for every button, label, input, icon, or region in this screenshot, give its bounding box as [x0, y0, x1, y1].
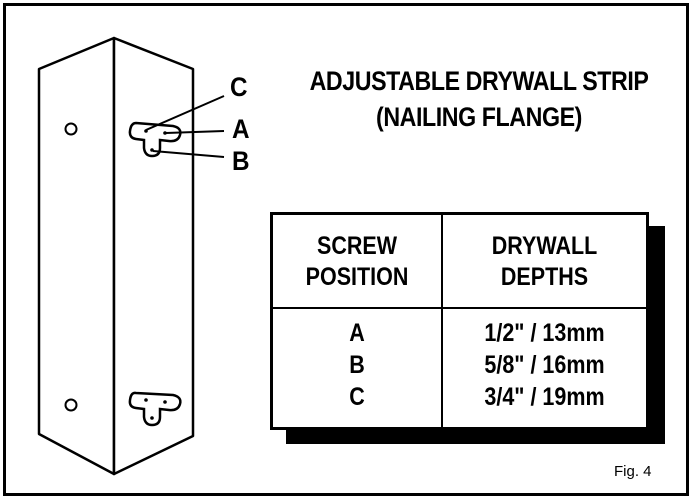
screw-slot-top	[128, 121, 182, 158]
header-screw-position: SCREW POSITION	[305, 232, 409, 291]
table-row-depth: 5/8" / 16mm	[484, 351, 605, 379]
strip-right-flange	[112, 36, 195, 476]
table-row-position: B	[349, 351, 365, 379]
callout-label-b: B	[231, 146, 250, 176]
slot-dot-bottom-2	[163, 400, 167, 404]
table-header-divider	[273, 307, 646, 309]
leader-line-a	[165, 130, 225, 134]
leader-line-c	[145, 95, 225, 131]
table-row-position: A	[349, 319, 365, 347]
depth-table: SCREW POSITION DRYWALL DEPTHS A 1/2" / 1…	[270, 212, 649, 430]
screw-slot-bottom	[128, 391, 182, 427]
header-drywall-depths: DRYWALL DEPTHS	[491, 232, 598, 291]
slot-dot-b	[150, 148, 154, 152]
figure-frame	[3, 3, 689, 496]
slot-dot-a	[163, 131, 167, 135]
callout-label-a: A	[231, 114, 250, 144]
strip-left-flange	[37, 36, 116, 476]
figure-label: Fig. 4	[614, 463, 652, 480]
diagram-title: ADJUSTABLE DRYWALL STRIP	[309, 66, 649, 96]
table-row-depth: 1/2" / 13mm	[484, 319, 605, 347]
leader-line-b	[152, 150, 225, 158]
callout-label-c: C	[229, 72, 248, 102]
table-column-divider	[441, 215, 443, 427]
slot-dot-bottom-3	[150, 416, 154, 420]
slot-dot-bottom-1	[144, 398, 148, 402]
nail-hole-bottom	[64, 398, 78, 412]
diagram-subtitle: (NAILING FLANGE)	[376, 102, 582, 132]
nail-hole-top	[64, 122, 78, 136]
table-row-position: C	[349, 383, 365, 411]
table-row-depth: 3/4" / 19mm	[484, 383, 605, 411]
